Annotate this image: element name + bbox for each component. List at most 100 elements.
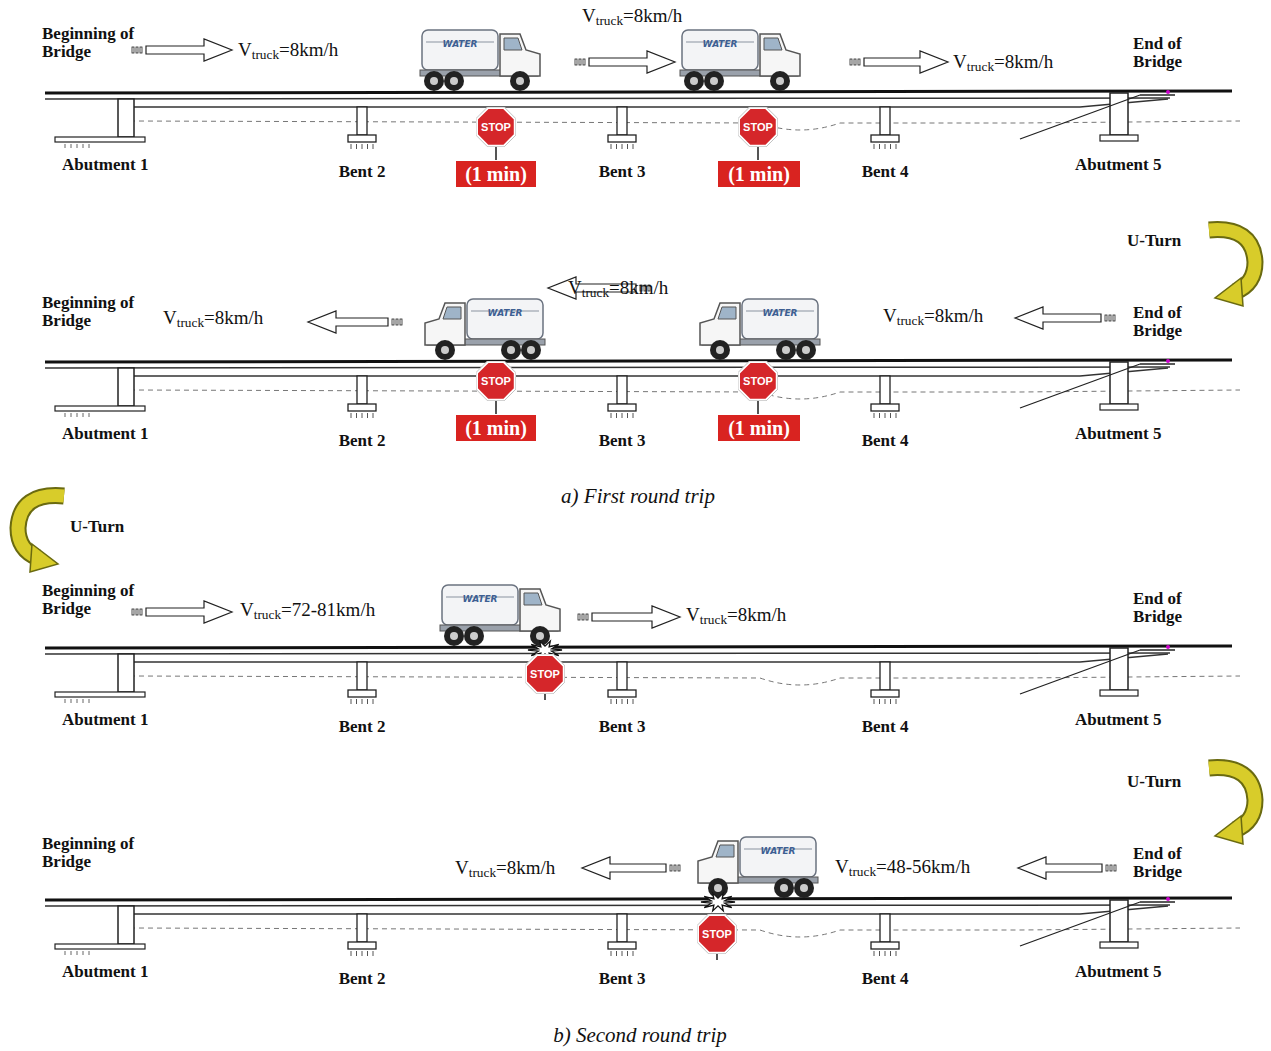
drawing-stroke: [351, 144, 352, 149]
drawing-stroke: [592, 606, 680, 628]
drawing-stroke: [450, 632, 458, 640]
drawing-stroke: [89, 144, 90, 148]
drawing-stroke: [424, 71, 444, 91]
part-label: Beginning of Bridge: [42, 835, 138, 871]
direction-arrow: [582, 857, 680, 879]
drawing-stroke: [760, 34, 800, 76]
drawing-stroke: [356, 144, 357, 149]
part-label: End of Bridge: [1133, 845, 1213, 881]
drawing-stroke: [1109, 315, 1111, 321]
stop-sign: STOP: [476, 361, 516, 401]
drawing-stroke: [442, 585, 518, 625]
duration-text: (1 min): [465, 163, 527, 186]
part-label: U-Turn: [70, 518, 124, 536]
drawing-stroke: [400, 319, 402, 325]
drawing-stroke: [1166, 897, 1170, 901]
octagon-rim: [525, 654, 565, 694]
sign-post: [495, 145, 497, 160]
drawing-stroke: [362, 951, 363, 956]
drawing-stroke: [1209, 768, 1255, 830]
drawing-stroke: [708, 878, 728, 898]
drawing-stroke: [118, 906, 134, 944]
drawing-stroke: [796, 340, 816, 360]
drawing-stroke: [794, 878, 814, 898]
drawing-stroke: [118, 368, 134, 406]
part-label: Beginning of Bridge: [42, 582, 138, 618]
drawing-stroke: [740, 837, 816, 877]
drawing-stroke: [373, 413, 374, 418]
drawing-stroke: [1209, 230, 1255, 292]
direction-arrow: [1018, 857, 1116, 879]
duration-text: (1 min): [465, 417, 527, 440]
drawing-stroke: [716, 845, 734, 857]
octagon-fill: [477, 108, 515, 146]
drawing-stroke: [45, 898, 1232, 900]
drawing-stroke: [1020, 364, 1140, 408]
drawing-stroke: [470, 632, 478, 640]
bridge-elevation: [45, 359, 1240, 418]
drawing-stroke: [1100, 942, 1138, 948]
drawing-stroke: [507, 346, 515, 354]
part-label: Abutment 5: [1075, 711, 1161, 729]
drawing-stroke: [710, 340, 730, 360]
drawing-stroke: [896, 699, 897, 704]
stop-sign: STOP: [738, 361, 778, 401]
drawing-stroke: [55, 137, 145, 142]
drawing-stroke: [850, 59, 852, 65]
drawing-stroke: [140, 609, 142, 615]
drawing-stroke: [357, 914, 367, 942]
drawing-stroke: [880, 107, 890, 135]
drawing-stroke: [77, 144, 78, 148]
drawing-stroke: [444, 626, 464, 646]
drawing-stroke: [373, 699, 374, 704]
drawing-stroke: [357, 376, 367, 404]
drawing-stroke: [1110, 865, 1112, 871]
speed-label: Vtruck=8km/h: [582, 6, 682, 28]
drawing-stroke: [118, 654, 134, 692]
drawing-stroke: [89, 413, 90, 417]
drawing-stroke: [65, 144, 66, 148]
drawing-stroke: [367, 144, 368, 149]
speed-label: Vtruck=48-56km/h: [835, 857, 970, 879]
drawing-stroke: [780, 884, 788, 892]
drawing-stroke: [608, 404, 636, 411]
drawing-stroke: [71, 951, 72, 955]
drawing-stroke: [1106, 865, 1108, 871]
drawing-stroke: [422, 30, 498, 70]
drawing-stroke: [45, 91, 1232, 93]
drawing-stroke: [77, 413, 78, 417]
drawing-stroke: [1110, 648, 1128, 690]
drawing-stroke: [435, 340, 455, 360]
drawing-stroke: [1140, 94, 1175, 95]
drawing-stroke: [118, 99, 134, 137]
drawing-stroke: [879, 699, 880, 704]
octagon-fill: [526, 655, 564, 693]
drawing-stroke: [874, 144, 875, 149]
drawing-stroke: [357, 107, 367, 135]
speed-label: Vtruck=8km/h: [568, 278, 668, 300]
drawing-stroke: [520, 589, 560, 631]
sign-text: STOP: [481, 121, 511, 133]
stop-sign: STOP: [525, 654, 565, 694]
drawing-stroke: [617, 107, 627, 135]
drawing-stroke: [611, 699, 612, 704]
drawing-stroke: [622, 144, 623, 149]
part-label: Bent 3: [599, 432, 646, 450]
drawing-stroke: [854, 59, 856, 65]
drawing-stroke: [1020, 95, 1140, 139]
drawing-stroke: [348, 135, 376, 142]
drawing-stroke: [89, 699, 90, 703]
part-label: Beginning of Bridge: [42, 25, 138, 61]
part-label: Bent 3: [599, 970, 646, 988]
drawing-stroke: [704, 71, 724, 91]
sign-text: STOP: [530, 668, 560, 680]
drawing-stroke: [351, 699, 352, 704]
drawing-stroke: [879, 413, 880, 418]
drawing-stroke: [357, 662, 367, 690]
drawing-stroke: [510, 71, 530, 91]
drawing-stroke: [871, 135, 899, 142]
drawing-stroke: [55, 406, 145, 411]
drawing-stroke: [441, 346, 449, 354]
drawing-stroke: [633, 413, 634, 418]
u-turn-arrow: [18, 496, 64, 572]
